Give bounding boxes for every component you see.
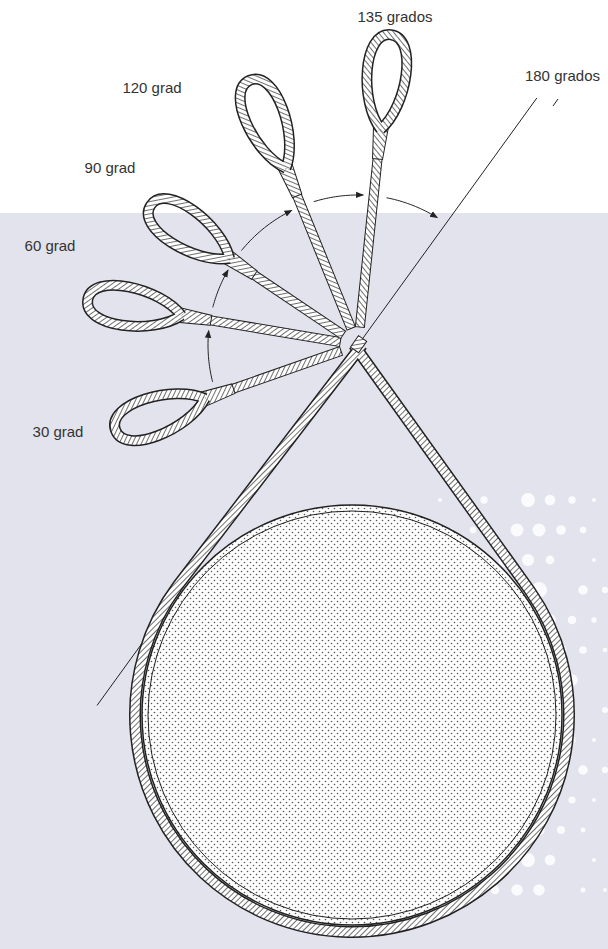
decor-dot (470, 527, 477, 534)
decor-dot (578, 765, 588, 775)
decor-dot (557, 826, 565, 834)
sling-eye (85, 281, 185, 335)
decor-dot (580, 527, 587, 534)
decor-dot (592, 498, 596, 502)
sling-eye (361, 33, 410, 132)
choke-point (350, 336, 366, 353)
choker-band-outline (135, 345, 569, 932)
decor-dot (480, 496, 487, 503)
decor-dot (603, 888, 607, 892)
sling-eye-outline (140, 189, 241, 275)
sling-leg (292, 191, 355, 330)
angle-label: 135 grados (357, 8, 432, 26)
sling-eye (140, 189, 241, 275)
sling-leg (229, 347, 342, 394)
load-rim (148, 511, 556, 919)
angle-label: 30 grad (33, 423, 84, 441)
angle-label: 60 grad (25, 237, 76, 255)
sling (140, 189, 354, 351)
decor-dot (545, 855, 556, 866)
sling (109, 333, 347, 449)
angle-arrow (387, 198, 438, 218)
sling-leg (355, 156, 382, 328)
angle-label: 120 grad (122, 79, 181, 97)
decor-dot (581, 828, 586, 833)
decor-dot (592, 558, 596, 562)
sling-eye (109, 380, 212, 448)
decor-dot (592, 738, 596, 742)
angle-label: 90 grad (85, 159, 136, 177)
sling-eye-outline (109, 380, 212, 448)
decor-dot (438, 498, 442, 502)
sling-eye-outline (361, 33, 410, 132)
decor-dot (522, 554, 534, 566)
angle-arrow (213, 270, 228, 307)
decor-dot (579, 646, 587, 654)
sling-eye-outline (232, 73, 304, 176)
sling (232, 73, 369, 336)
choker-band (135, 345, 569, 932)
decor-dot (521, 493, 535, 507)
sling-eye-outline (85, 281, 185, 335)
decor-dot (533, 884, 545, 896)
angle-arrow (241, 210, 291, 250)
background-panel (0, 213, 608, 949)
decor-dot (580, 887, 585, 892)
sling-eye (232, 73, 304, 176)
decor-dot (602, 767, 608, 773)
sling (340, 33, 410, 329)
sling-drawing (85, 33, 569, 932)
load-cylinder (142, 505, 562, 925)
angle-label: 180 grados (525, 67, 600, 85)
angle-arrow (314, 195, 364, 202)
decor-dot (568, 496, 575, 503)
decor-dot (511, 884, 523, 896)
decor-dot (533, 524, 546, 537)
decor-dot (602, 587, 608, 593)
decor-dot (602, 707, 608, 713)
decor-dot (511, 524, 524, 537)
decor-dot (592, 858, 596, 862)
decor-dot (545, 495, 556, 506)
decor-dot (546, 556, 555, 565)
decor-dot (578, 585, 588, 595)
decor-dot (568, 796, 575, 803)
decor-dot (556, 525, 566, 535)
decor-dot (592, 798, 596, 802)
tick-mark (553, 99, 558, 106)
decor-dot (603, 648, 608, 653)
sling (85, 281, 344, 362)
angle-arrow (208, 331, 213, 382)
decor-dot (568, 616, 577, 625)
decor-dot (591, 617, 596, 622)
